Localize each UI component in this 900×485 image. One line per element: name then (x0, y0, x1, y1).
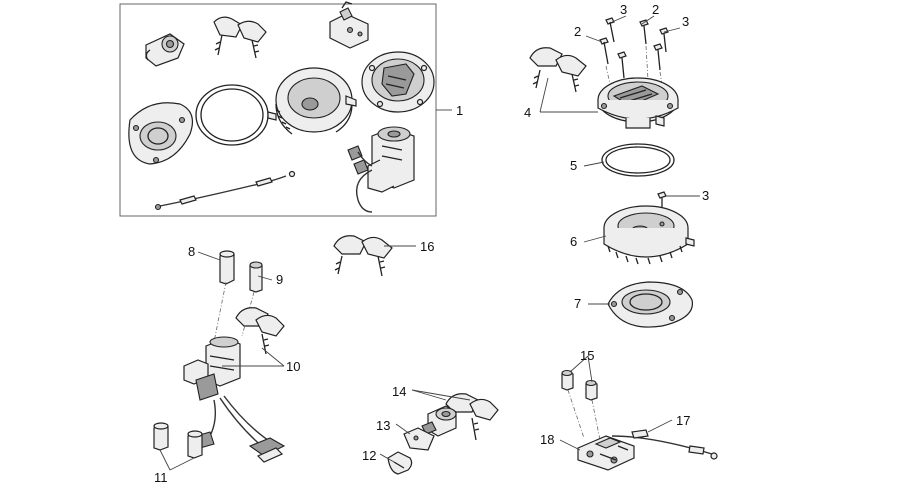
callout-2a: 2 (574, 24, 581, 39)
callout-16: 16 (420, 239, 434, 254)
gasket-5[interactable] (601, 143, 675, 177)
sleeves-11[interactable] (153, 422, 203, 459)
callout-11: 11 (154, 470, 168, 485)
base-plate-7[interactable] (607, 281, 694, 328)
callout-3b: 3 (682, 14, 689, 29)
sleeve-8[interactable] (219, 250, 235, 285)
callout-numbers: 1 2 3 2 3 4 5 3 6 7 8 9 10 11 12 13 14 1… (154, 2, 709, 485)
bolts-15[interactable] (561, 369, 598, 401)
screw-3a[interactable] (605, 17, 615, 43)
screw-2b[interactable] (617, 51, 627, 79)
callout-10: 10 (286, 359, 300, 374)
bolt-9[interactable] (249, 261, 263, 293)
kit-key-pair[interactable] (213, 16, 267, 59)
callout-9: 9 (276, 272, 283, 287)
kit-base-plate[interactable] (128, 102, 193, 165)
lock-kit-group (119, 1, 437, 217)
ignition-switch-10[interactable] (183, 336, 286, 463)
kit-fuel-cap[interactable] (361, 51, 435, 113)
screw-3b[interactable] (639, 19, 649, 45)
seat-lock-keys-14[interactable] (445, 393, 499, 441)
key-pair-16[interactable] (333, 235, 393, 277)
callout-18: 18 (540, 432, 554, 447)
axis-line-15b (591, 399, 601, 441)
seat-lock-barrel-14[interactable] (421, 405, 457, 437)
callout-13: 13 (376, 418, 390, 433)
axis-line-15a (567, 389, 585, 439)
kit-cap-ring[interactable] (267, 67, 357, 135)
ignition-keys-10[interactable] (235, 307, 285, 355)
kit-cable[interactable] (154, 170, 296, 211)
screw-2c[interactable] (653, 43, 663, 71)
callout-5: 5 (570, 158, 577, 173)
callout-15: 15 (580, 348, 594, 363)
kit-lock-mechanism[interactable] (329, 1, 369, 49)
callout-17: 17 (676, 413, 690, 428)
kit-ignition-switch[interactable] (347, 126, 415, 213)
axis-line-9 (241, 291, 255, 337)
callout-1: 1 (456, 103, 463, 118)
callout-4: 4 (524, 105, 531, 120)
callout-2b: 2 (652, 2, 659, 17)
screws-top-group (599, 17, 669, 91)
callout-8: 8 (188, 244, 195, 259)
leader-lines (159, 15, 700, 471)
callout-6: 6 (570, 234, 577, 249)
callout-12: 12 (362, 448, 376, 463)
screw-3c[interactable] (659, 27, 669, 53)
lock-plate-13[interactable] (403, 427, 435, 451)
callout-7: 7 (574, 296, 581, 311)
callout-3c: 3 (702, 188, 709, 203)
clip-12[interactable] (387, 451, 413, 475)
cap-ring-6[interactable] (603, 205, 695, 265)
fuel-cap[interactable] (597, 77, 679, 129)
seat-latch-18[interactable] (577, 435, 635, 471)
kit-barrel-lock[interactable] (145, 33, 185, 67)
callout-14: 14 (392, 384, 406, 399)
release-cable-17[interactable] (611, 429, 718, 460)
callout-3a: 3 (620, 2, 627, 17)
fuel-cap-keys[interactable] (529, 47, 587, 93)
screw-2a[interactable] (599, 37, 609, 65)
